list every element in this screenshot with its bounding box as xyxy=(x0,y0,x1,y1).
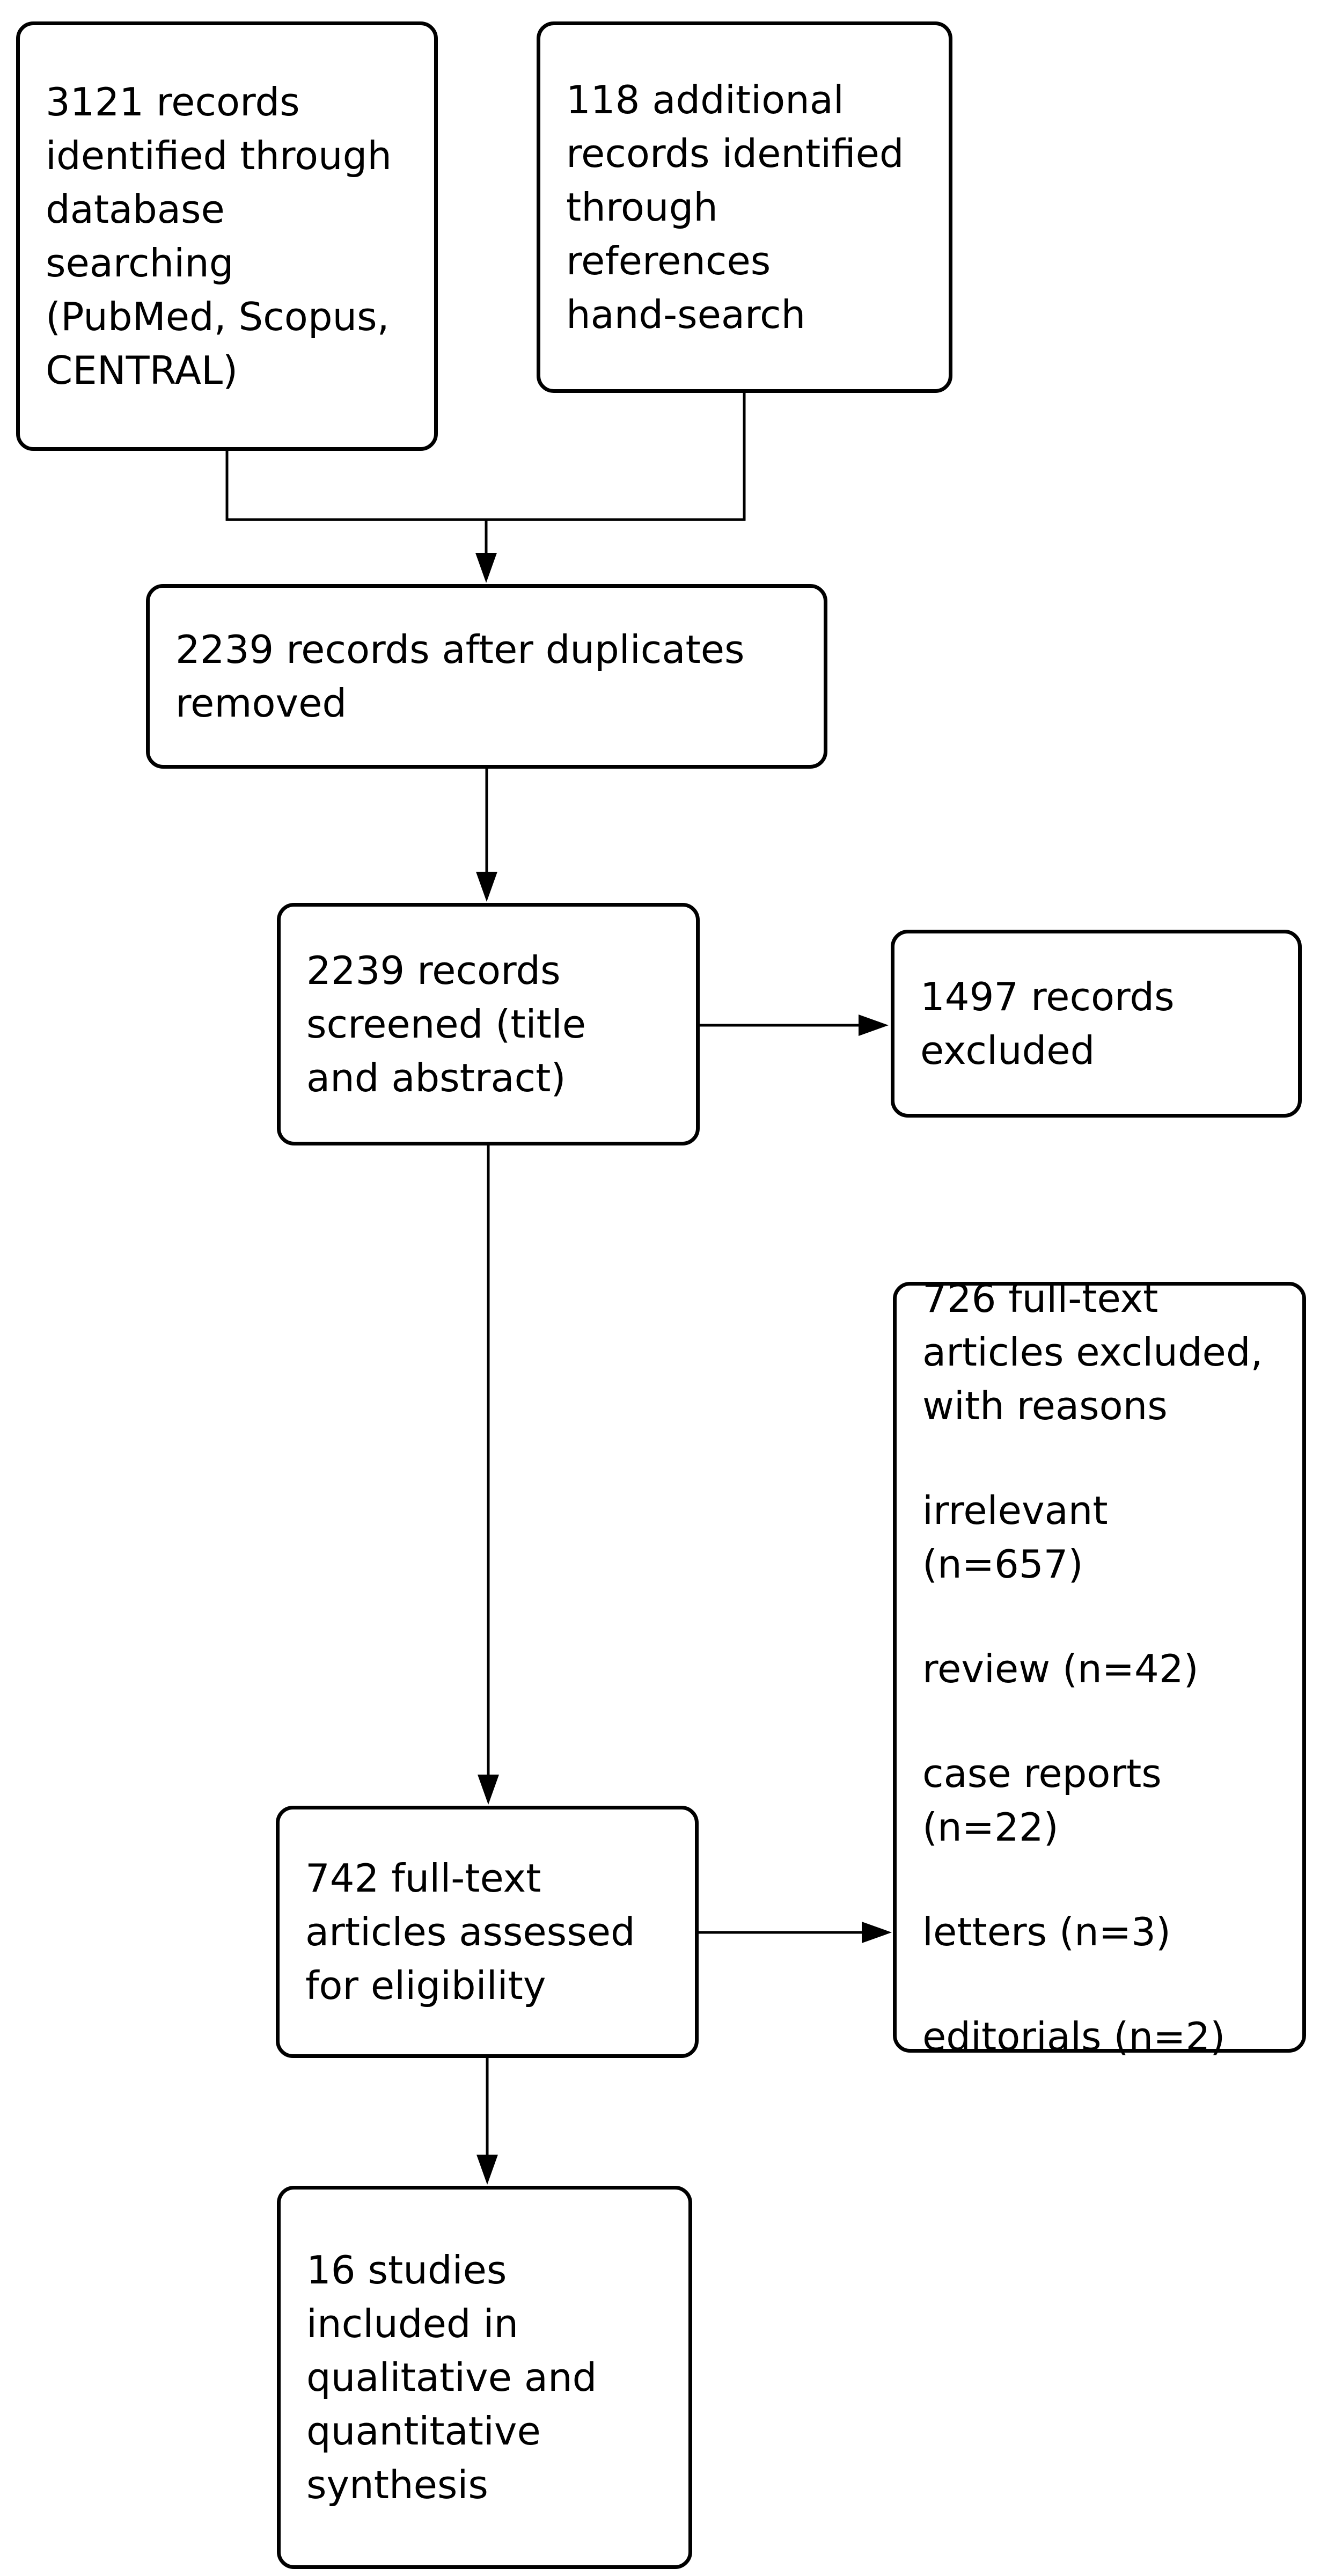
arrowhead-into-dedup xyxy=(475,553,497,583)
node-records-identified-handsearch-text: 118 additional records identified throug… xyxy=(566,77,904,337)
arrowhead-into-fulltext xyxy=(478,1775,499,1805)
exclusion-reason-irrelevant: irrelevant (n=657) xyxy=(922,1487,1108,1587)
node-studies-included: 16 studies included in qualitative and q… xyxy=(277,2186,692,2569)
node-records-after-duplicates: 2239 records after duplicates removed xyxy=(146,584,827,769)
fulltext-excluded-summary: 726 full-text articles excluded, with re… xyxy=(922,1275,1263,1428)
node-records-identified-database: 3121 records identified through database… xyxy=(16,21,438,451)
arrowhead-into-screened xyxy=(476,872,497,902)
node-records-excluded-text: 1497 records excluded xyxy=(920,974,1175,1073)
exclusion-reason-editorials: editorials (n=2) xyxy=(922,2013,1226,2059)
node-records-excluded: 1497 records excluded xyxy=(891,930,1302,1118)
node-records-identified-database-text: 3121 records identified through database… xyxy=(46,79,392,393)
arrowhead-into-excluded xyxy=(859,1015,889,1036)
node-fulltext-assessed-text: 742 full-text articles assessed for elig… xyxy=(305,1856,635,2008)
node-studies-included-text: 16 studies included in qualitative and q… xyxy=(306,2247,597,2507)
arrowhead-into-reasons xyxy=(862,1922,892,1943)
node-records-screened: 2239 records screened (title and abstrac… xyxy=(277,903,700,1145)
node-records-identified-handsearch: 118 additional records identified throug… xyxy=(537,21,952,393)
exclusion-reason-letters: letters (n=3) xyxy=(922,1909,1171,1954)
exclusion-reason-review: review (n=42) xyxy=(922,1646,1199,1691)
exclusion-reason-case-reports: case reports (n=22) xyxy=(922,1750,1162,1850)
node-fulltext-excluded-reasons: 726 full-text articles excluded, with re… xyxy=(893,1276,1306,2059)
node-records-screened-text: 2239 records screened (title and abstrac… xyxy=(306,948,586,1100)
node-fulltext-assessed: 742 full-text articles assessed for elig… xyxy=(276,1806,699,2058)
arrowhead-into-included xyxy=(476,2155,498,2185)
node-records-after-duplicates-text: 2239 records after duplicates removed xyxy=(175,627,745,726)
